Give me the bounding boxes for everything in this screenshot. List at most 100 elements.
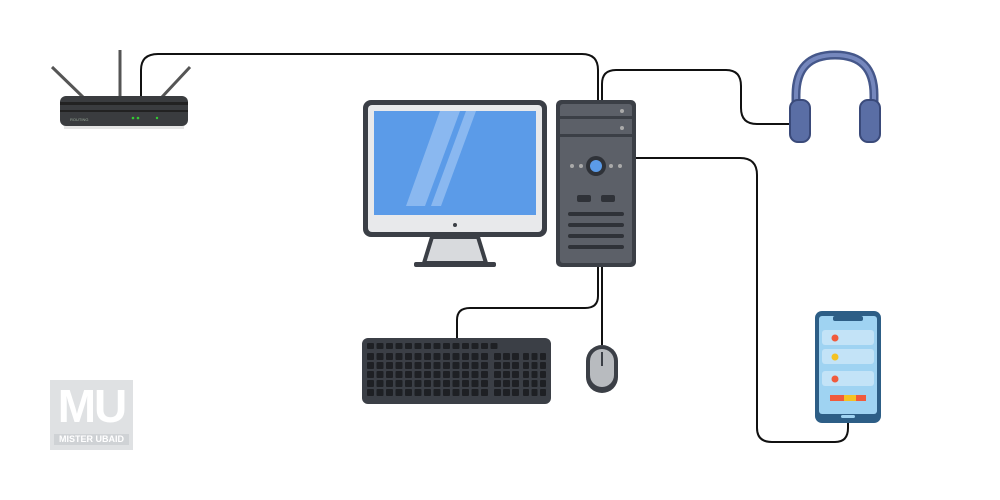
keyboard-key bbox=[531, 362, 538, 369]
keyboard-key bbox=[452, 380, 460, 387]
mister-ubaid-logo: MU MISTER UBAID bbox=[50, 380, 133, 450]
keyboard-key bbox=[523, 362, 529, 369]
keyboard-key bbox=[376, 389, 384, 396]
keyboard-key bbox=[481, 389, 488, 396]
keyboard-key bbox=[462, 353, 469, 360]
keyboard-key bbox=[424, 362, 431, 369]
keyboard-key bbox=[462, 362, 469, 369]
keyboard-key bbox=[424, 353, 431, 360]
keyboard-key bbox=[481, 380, 488, 387]
keyboard-key bbox=[452, 353, 460, 360]
keyboard-key bbox=[376, 353, 384, 360]
keyboard-key bbox=[523, 380, 529, 387]
keyboard-key bbox=[386, 343, 393, 349]
keyboard-key bbox=[433, 371, 441, 378]
keyboard-key bbox=[462, 343, 469, 349]
keyboard-key bbox=[471, 389, 479, 396]
keyboard-key bbox=[386, 353, 393, 360]
keyboard-key bbox=[367, 362, 374, 369]
keyboard-key bbox=[386, 362, 393, 369]
keyboard-key bbox=[433, 362, 441, 369]
cable-router bbox=[140, 53, 599, 100]
keyboard-key bbox=[395, 343, 403, 349]
headphones bbox=[789, 50, 881, 143]
keyboard-key bbox=[531, 353, 538, 360]
keyboard-key bbox=[503, 371, 510, 378]
keyboard-key bbox=[471, 343, 479, 349]
keyboard-key bbox=[531, 389, 538, 396]
keyboard-key bbox=[512, 380, 519, 387]
keyboard-key bbox=[494, 389, 501, 396]
keyboard-key bbox=[481, 362, 488, 369]
keyboard-key bbox=[367, 389, 374, 396]
keyboard-key bbox=[512, 389, 519, 396]
keyboard-key bbox=[471, 362, 479, 369]
router-label: ROUTING bbox=[70, 117, 88, 122]
keyboard-key bbox=[512, 362, 519, 369]
keyboard-key bbox=[367, 380, 374, 387]
keyboard-key bbox=[540, 362, 546, 369]
keyboard-key bbox=[424, 343, 431, 349]
keyboard-key bbox=[462, 380, 469, 387]
keyboard-key bbox=[471, 371, 479, 378]
keyboard-key bbox=[376, 362, 384, 369]
keyboard-key bbox=[443, 362, 450, 369]
smartphone bbox=[815, 311, 881, 423]
keyboard-key bbox=[494, 362, 501, 369]
keyboard-key bbox=[414, 371, 422, 378]
keyboard-key bbox=[494, 371, 501, 378]
keyboard-key bbox=[386, 380, 393, 387]
cable-keyboard bbox=[456, 266, 599, 339]
cables bbox=[140, 53, 849, 443]
keyboard-key bbox=[405, 389, 412, 396]
keyboard-key bbox=[443, 353, 450, 360]
cable-headphones bbox=[601, 69, 792, 125]
keyboard-key bbox=[452, 371, 460, 378]
keyboard-key bbox=[443, 371, 450, 378]
keyboard-key bbox=[405, 353, 412, 360]
keyboard-key bbox=[494, 353, 501, 360]
keyboard-key bbox=[376, 380, 384, 387]
keyboard-key bbox=[503, 362, 510, 369]
keyboard-key bbox=[462, 371, 469, 378]
keyboard-key bbox=[462, 389, 469, 396]
keyboard-key bbox=[433, 380, 441, 387]
monitor bbox=[363, 100, 547, 267]
keyboard-key bbox=[395, 371, 403, 378]
keyboard-key bbox=[376, 371, 384, 378]
keyboard-key bbox=[424, 371, 431, 378]
keyboard-key bbox=[367, 371, 374, 378]
keyboard-key bbox=[405, 371, 412, 378]
keyboard-key bbox=[386, 389, 393, 396]
keyboard-key bbox=[443, 343, 450, 349]
keyboard-key bbox=[424, 389, 431, 396]
keyboard-key bbox=[376, 343, 384, 349]
mouse bbox=[586, 345, 618, 393]
keyboard-key bbox=[433, 389, 441, 396]
keyboard-key bbox=[512, 371, 519, 378]
keyboard-key bbox=[540, 353, 546, 360]
keyboard-key bbox=[503, 353, 510, 360]
keyboard-key bbox=[481, 371, 488, 378]
keyboard-key bbox=[471, 353, 479, 360]
logo-name: MISTER UBAID bbox=[54, 434, 129, 445]
router: ROUTING bbox=[50, 50, 192, 129]
keyboard-key bbox=[481, 353, 488, 360]
keyboard-key bbox=[395, 353, 403, 360]
keyboard-key bbox=[405, 362, 412, 369]
keyboard-key bbox=[471, 380, 479, 387]
keyboard-key bbox=[540, 389, 546, 396]
keyboard-key bbox=[481, 343, 488, 349]
keyboard-key bbox=[503, 389, 510, 396]
keyboard-key bbox=[523, 353, 529, 360]
keyboard-key bbox=[395, 389, 403, 396]
keyboard-key bbox=[405, 380, 412, 387]
keyboard-key bbox=[395, 380, 403, 387]
keyboard-key bbox=[452, 389, 460, 396]
keyboard-key bbox=[414, 389, 422, 396]
keyboard-key bbox=[367, 353, 374, 360]
keyboard-key bbox=[540, 380, 546, 387]
keyboard-key bbox=[540, 371, 546, 378]
keyboard-key bbox=[386, 371, 393, 378]
